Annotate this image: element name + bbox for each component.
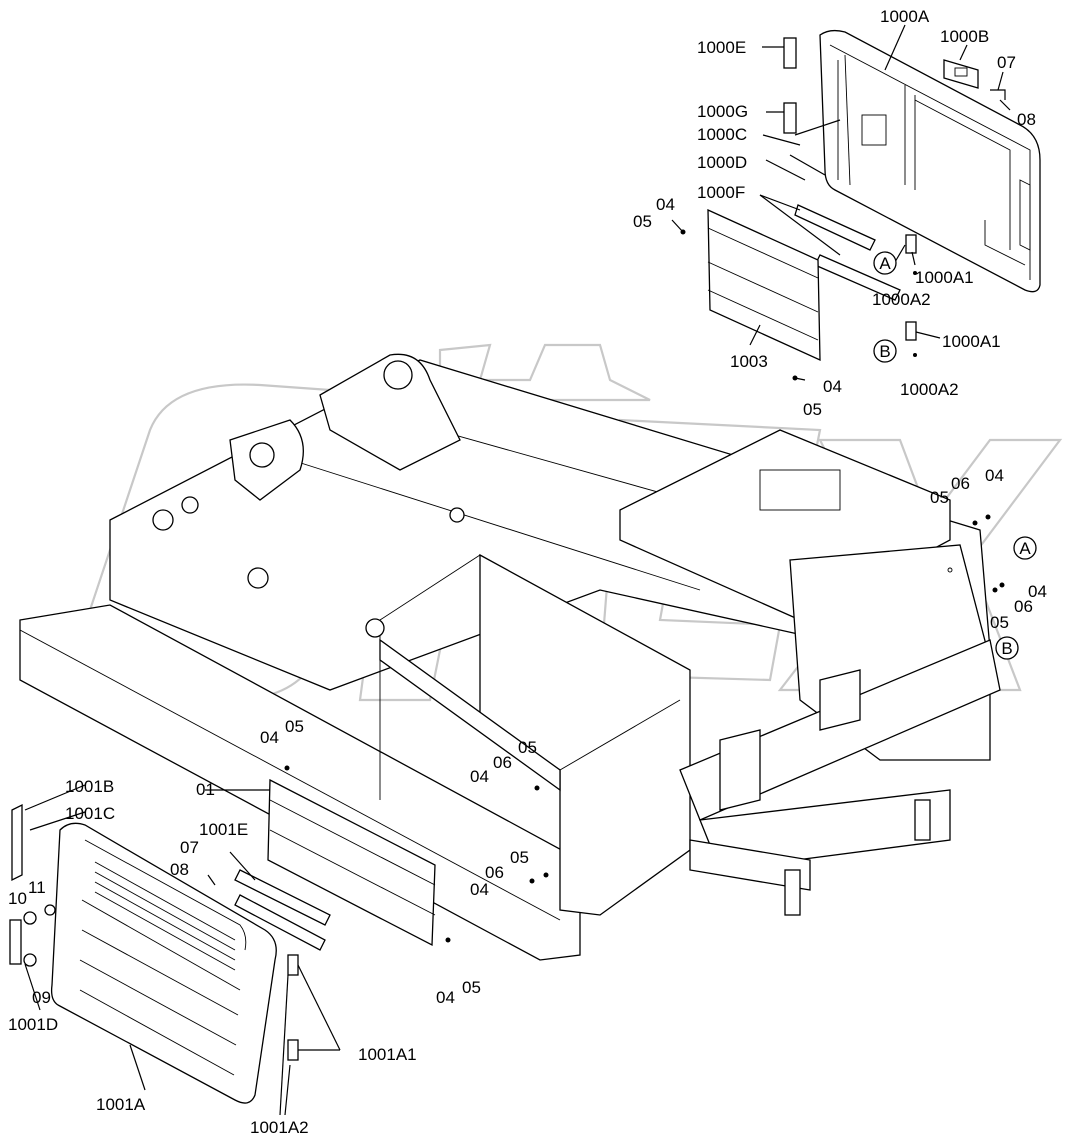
label-05: 05: [285, 717, 304, 736]
label-1000A2: 1000A2: [900, 380, 959, 399]
label-1000A: 1000A: [880, 7, 930, 26]
fasteners: [284, 229, 1005, 943]
label-05: 05: [990, 613, 1009, 632]
label-1000A1: 1000A1: [942, 332, 1001, 351]
label-05: 05: [930, 488, 949, 507]
label-1001C: 1001C: [65, 804, 115, 823]
callout-letter: B: [1001, 639, 1012, 658]
callout-B-top: B: [873, 339, 897, 363]
label-08: 08: [170, 860, 189, 879]
label-1003: 1003: [730, 352, 768, 371]
label-05: 05: [633, 212, 652, 231]
part-1001B: [11, 803, 23, 882]
label-04: 04: [823, 377, 842, 396]
label-05: 05: [803, 400, 822, 419]
label-05: 05: [510, 848, 529, 867]
part-1001E: [234, 869, 331, 951]
callout-B-right: B: [995, 636, 1019, 660]
part-07-top: [990, 89, 1006, 100]
label-1001B: 1001B: [65, 777, 114, 796]
label-04: 04: [1028, 582, 1047, 601]
part-1001D: [9, 919, 22, 965]
label-1001A1: 1001A1: [358, 1045, 417, 1064]
label-04: 04: [260, 728, 279, 747]
label-05: 05: [518, 738, 537, 757]
latch-1001A1: [287, 954, 299, 1061]
label-09: 09: [32, 988, 51, 1007]
label-07: 07: [997, 53, 1016, 72]
label-1001A2: 1001A2: [250, 1118, 309, 1137]
cover-1000A: [819, 29, 1041, 293]
label-06: 06: [493, 753, 512, 772]
label-05: 05: [462, 978, 481, 997]
label-1000B: 1000B: [940, 27, 989, 46]
callout-A-right: A: [1013, 536, 1037, 560]
label-04: 04: [470, 880, 489, 899]
label-10: 10: [8, 889, 27, 908]
washers-09-10-11: [23, 904, 56, 967]
latch-1000A1-a: [905, 234, 917, 254]
label-1000A2: 1000A2: [872, 290, 931, 309]
label-1000A1: 1000A1: [915, 268, 974, 287]
part-1000E: [783, 37, 797, 69]
grille: [94, 861, 236, 971]
leader-lines: [24, 24, 1011, 1116]
callout-letter: B: [879, 342, 890, 361]
label-07: 07: [180, 838, 199, 857]
panel-01: [267, 778, 436, 947]
part-1000B: [943, 59, 979, 89]
label-1000G: 1000G: [697, 102, 748, 121]
label-1000C: 1000C: [697, 125, 747, 144]
label-11: 11: [28, 878, 46, 897]
main-frame: [19, 353, 1001, 961]
label-06: 06: [951, 474, 970, 493]
callout-letter: A: [879, 254, 891, 273]
label-06: 06: [1014, 597, 1033, 616]
label-04: 04: [470, 767, 489, 786]
label-04: 04: [985, 466, 1004, 485]
latch-1000A1-b: [905, 321, 917, 341]
label-1000F: 1000F: [697, 183, 745, 202]
part-labels: 1000A 1000B 1000E 07 08 1000G 1000C 1000…: [8, 7, 1047, 1137]
label-1001E: 1001E: [199, 820, 248, 839]
callout-letter: A: [1019, 539, 1031, 558]
label-1000E: 1000E: [697, 38, 746, 57]
label-1001A: 1001A: [96, 1095, 146, 1114]
label-06: 06: [485, 863, 504, 882]
label-1000D: 1000D: [697, 153, 747, 172]
part-1000G: [783, 102, 797, 134]
label-1001D: 1001D: [8, 1015, 58, 1034]
panel-1003: [707, 208, 821, 362]
label-04: 04: [656, 195, 675, 214]
callout-A-top: A: [873, 251, 897, 275]
label-04: 04: [436, 988, 455, 1007]
label-01: 01: [196, 780, 215, 799]
label-08: 08: [1017, 110, 1036, 129]
front-cover-1001A: [50, 822, 277, 1104]
